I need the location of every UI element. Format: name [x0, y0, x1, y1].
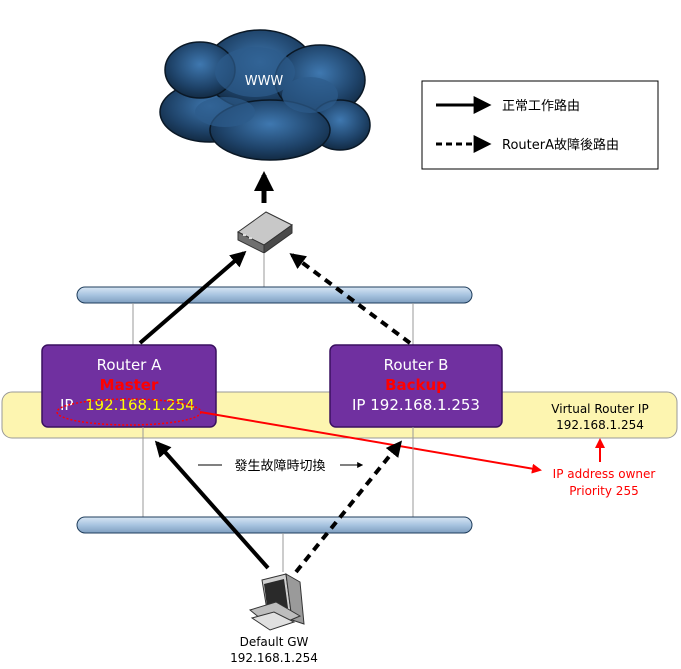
owner-note-line1: IP address owner: [553, 467, 656, 481]
virtual-router-ip: 192.168.1.254: [556, 418, 644, 432]
router-a-name: Router A: [97, 356, 162, 374]
legend: 正常工作路由 RouterA故障後路由: [421, 80, 659, 170]
cloud-icon: WWW: [159, 29, 371, 161]
top-network-bus: [76, 286, 473, 304]
router-a-to-switch-arrow: [138, 250, 247, 345]
router-b-role: Backup: [385, 376, 447, 394]
computer-icon: [248, 573, 305, 631]
owner-pointer-arrow: [199, 411, 542, 474]
virtual-router-title: Virtual Router IP: [551, 402, 648, 416]
legend-dashed-label: RouterA故障後路由: [502, 137, 619, 153]
client-gw-label: Default GW: [240, 635, 309, 649]
router-b-ip: IP 192.168.1.253: [352, 396, 480, 414]
owner-note-line2: Priority 255: [569, 484, 638, 498]
bottom-network-bus: [76, 516, 473, 534]
router-a-role: Master: [100, 376, 159, 394]
router-b: Router B Backup IP 192.168.1.253: [329, 344, 503, 428]
router-a-ip-prefix: IP: [60, 396, 73, 414]
router-a-ip: 192.168.1.254: [85, 396, 195, 414]
legend-solid-label: 正常工作路由: [502, 98, 580, 114]
cloud-label: WWW: [245, 74, 284, 89]
switch-icon: [237, 211, 293, 254]
client-to-router-a-arrow: [154, 440, 270, 570]
failover-indicator: 發生故障時切換: [198, 459, 364, 474]
router-b-name: Router B: [384, 356, 449, 374]
failover-label: 發生故障時切換: [234, 459, 325, 474]
router-a: Router A Master IP 192.168.1.254: [41, 344, 217, 428]
router-b-to-switch-arrow: [289, 253, 412, 345]
client-gw-ip: 192.168.1.254: [230, 651, 318, 665]
